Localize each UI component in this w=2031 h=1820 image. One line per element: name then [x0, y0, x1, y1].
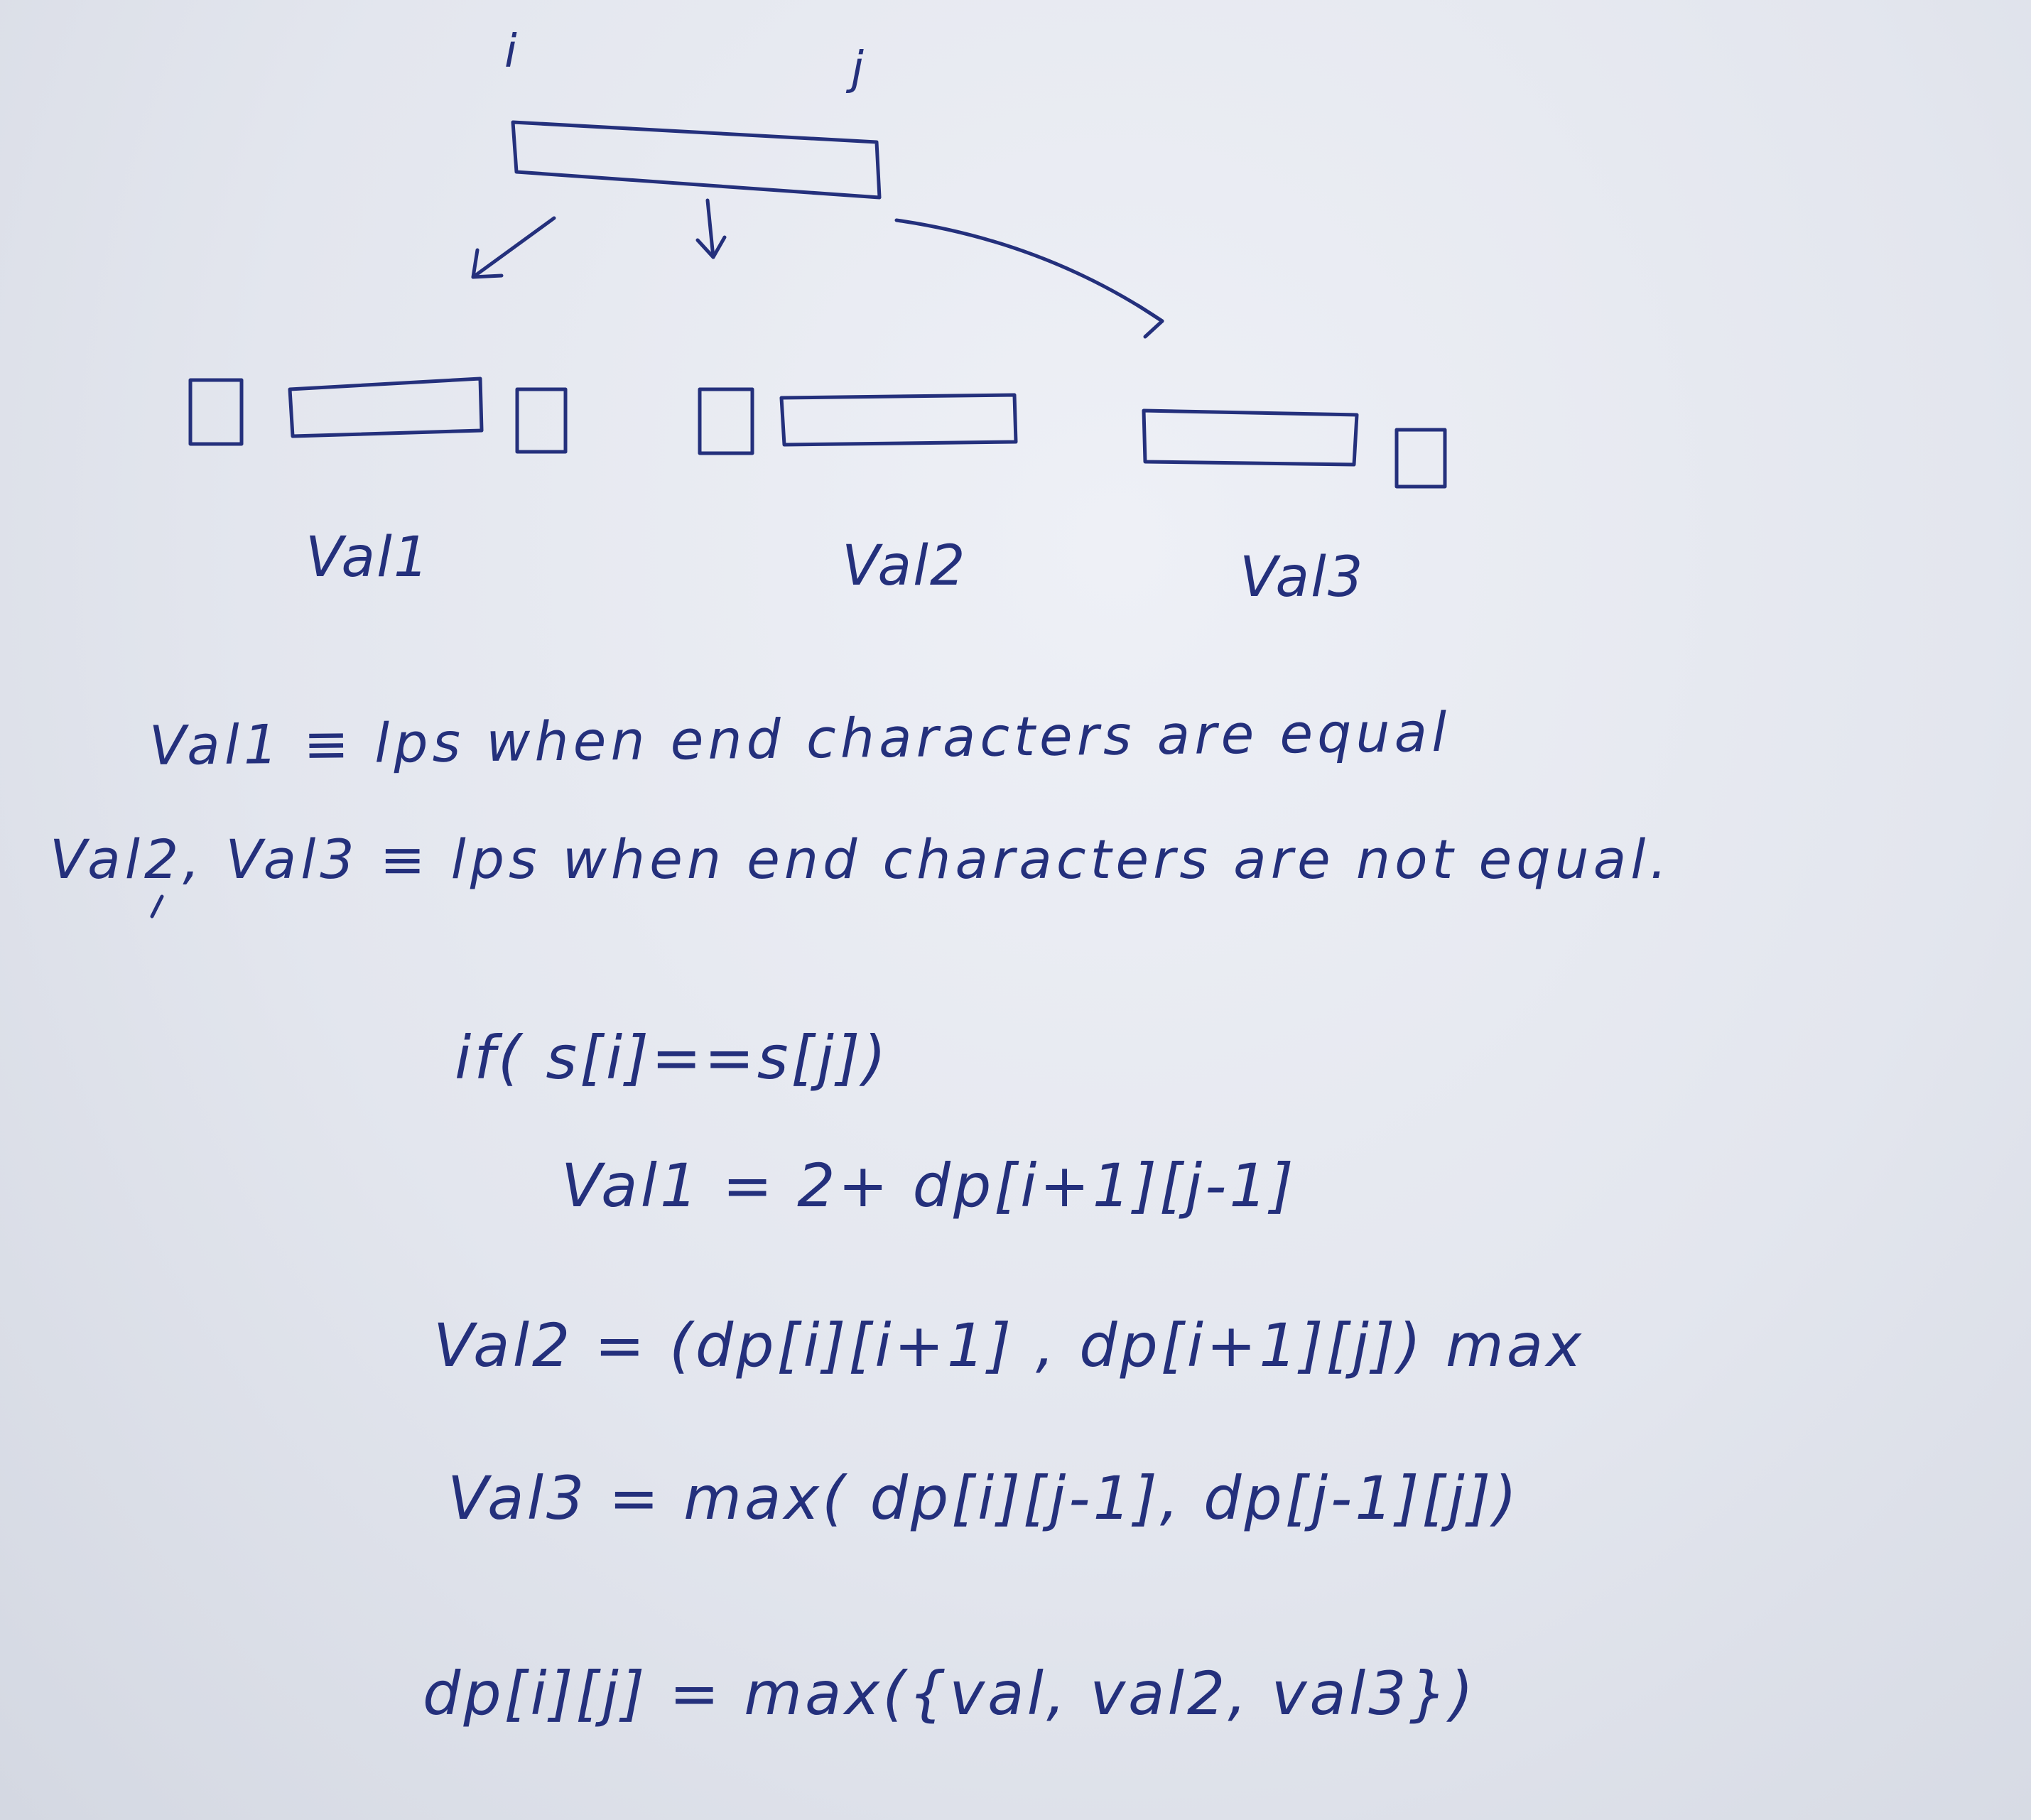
- arrow-left: [471, 216, 556, 279]
- note-comma-mark: [150, 894, 164, 919]
- val3-char-box: [1394, 428, 1447, 489]
- code-val2: Val2 = (dp[i][i+1] , dp[i+1][j]) max: [433, 1311, 1584, 1380]
- val3-rest-box: [1142, 408, 1359, 467]
- index-i-label: i: [504, 26, 519, 78]
- val2-rest-box: [779, 393, 1018, 447]
- val1-left-char-box: [188, 378, 244, 446]
- code-result: dp[i][j] = max({val, val2, val3}): [423, 1659, 1476, 1728]
- arrow-down: [695, 198, 727, 259]
- val2-char-box: [698, 387, 754, 455]
- index-j-label: j: [851, 43, 865, 95]
- code-val3: Val3 = max( dp[i][j-1], dp[j-1][j]): [448, 1463, 1520, 1533]
- val3-label: Val3: [1240, 546, 1365, 610]
- val1-inner-box: [288, 377, 484, 438]
- val1-label: Val1: [305, 526, 430, 590]
- arrow-right: [894, 218, 1164, 339]
- full-string-box: [511, 120, 882, 200]
- val2-label: Val2: [842, 534, 967, 598]
- code-condition: if( s[i]==s[j]): [455, 1023, 889, 1093]
- val1-right-char-box: [515, 387, 568, 454]
- note-val2-val3-definition: Val2, Val3 ≡ lps when end characters are…: [50, 828, 1672, 891]
- code-val1: Val1 = 2+ dp[i+1][j-1]: [561, 1151, 1296, 1220]
